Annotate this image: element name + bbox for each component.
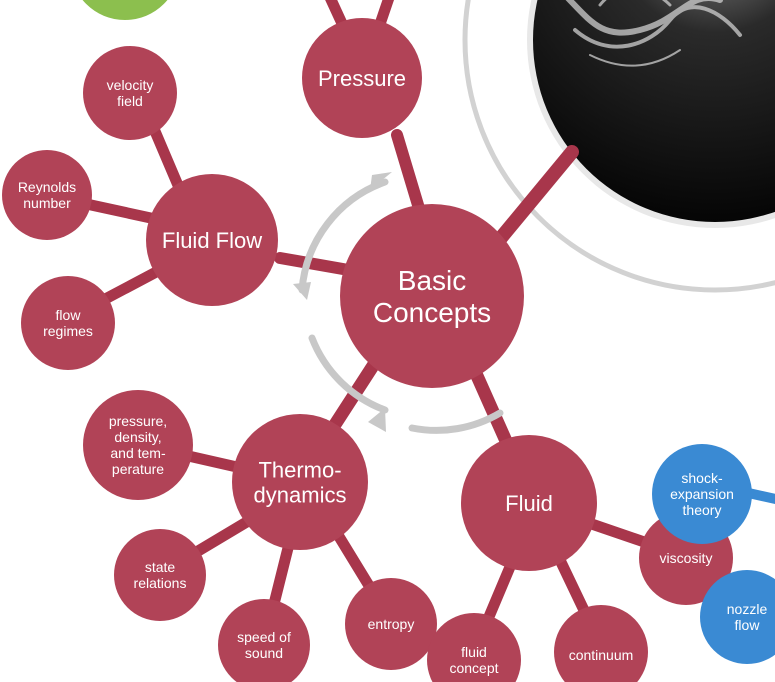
node-entropy: entropy bbox=[345, 578, 437, 670]
node-label-line: state bbox=[145, 559, 176, 575]
node-label-line: Basic bbox=[398, 264, 466, 295]
node-label-line: Thermo- bbox=[258, 457, 341, 482]
node-pressure: Pressure bbox=[302, 18, 422, 138]
svg-text:Fluid: Fluid bbox=[505, 491, 553, 516]
node-label-line: viscosity bbox=[660, 550, 713, 566]
node-label-line: shock- bbox=[681, 470, 723, 486]
node-pressure-density-temperature: pressure,density,and tem-perature bbox=[83, 390, 193, 500]
svg-text:Pressure: Pressure bbox=[318, 66, 406, 91]
svg-text:Fluid Flow: Fluid Flow bbox=[162, 228, 262, 253]
svg-text:pressure,density,and tem-perat: pressure,density,and tem-perature bbox=[109, 413, 167, 477]
node-label-line: continuum bbox=[569, 647, 634, 663]
node-label-line: Fluid bbox=[505, 491, 553, 516]
svg-text:viscosity: viscosity bbox=[660, 550, 713, 566]
node-label-line: entropy bbox=[368, 616, 415, 632]
svg-text:entropy: entropy bbox=[368, 616, 415, 632]
node-label-line: density, bbox=[114, 429, 161, 445]
node-label-line: dynamics bbox=[254, 482, 347, 507]
node-label-line: relations bbox=[134, 575, 187, 591]
node-label-line: speed of bbox=[237, 629, 291, 645]
node-thermodynamics: Thermo-dynamics bbox=[232, 414, 368, 550]
svg-text:continuum: continuum bbox=[569, 647, 634, 663]
node-label-line: fluid bbox=[461, 644, 487, 660]
circular-arrow-icon bbox=[298, 178, 504, 434]
green-node bbox=[82, 0, 168, 20]
node-label-line: expansion bbox=[670, 486, 734, 502]
smoke-photo-icon bbox=[527, 0, 775, 228]
svg-text:Thermo-dynamics: Thermo-dynamics bbox=[254, 457, 347, 507]
node-label-line: Pressure bbox=[318, 66, 406, 91]
node-label-line: Reynolds bbox=[18, 179, 76, 195]
node-label-line: concept bbox=[449, 660, 498, 676]
node-label-line: and tem- bbox=[110, 445, 166, 461]
cycle-arrowheads bbox=[293, 172, 392, 432]
node-fluid: Fluid bbox=[461, 435, 597, 571]
node-fluid-flow: Fluid Flow bbox=[146, 174, 278, 306]
node-label-line: pressure, bbox=[109, 413, 167, 429]
node-label-line: field bbox=[117, 93, 143, 109]
node-label-line: sound bbox=[245, 645, 283, 661]
photo-ring bbox=[462, 0, 775, 293]
node-label-line: Fluid Flow bbox=[162, 228, 262, 253]
node-label-line: regimes bbox=[43, 323, 93, 339]
node-label-line: velocity bbox=[107, 77, 154, 93]
node-label-line: Concepts bbox=[373, 297, 491, 328]
node-continuum: continuum bbox=[554, 605, 648, 682]
node-label-line: nozzle bbox=[727, 601, 768, 617]
node-label-line: theory bbox=[683, 502, 722, 518]
node-label-line: perature bbox=[112, 461, 164, 477]
node-label-line: number bbox=[23, 195, 71, 211]
node-label-line: flow bbox=[56, 307, 82, 323]
node-label-line: flow bbox=[735, 617, 761, 633]
